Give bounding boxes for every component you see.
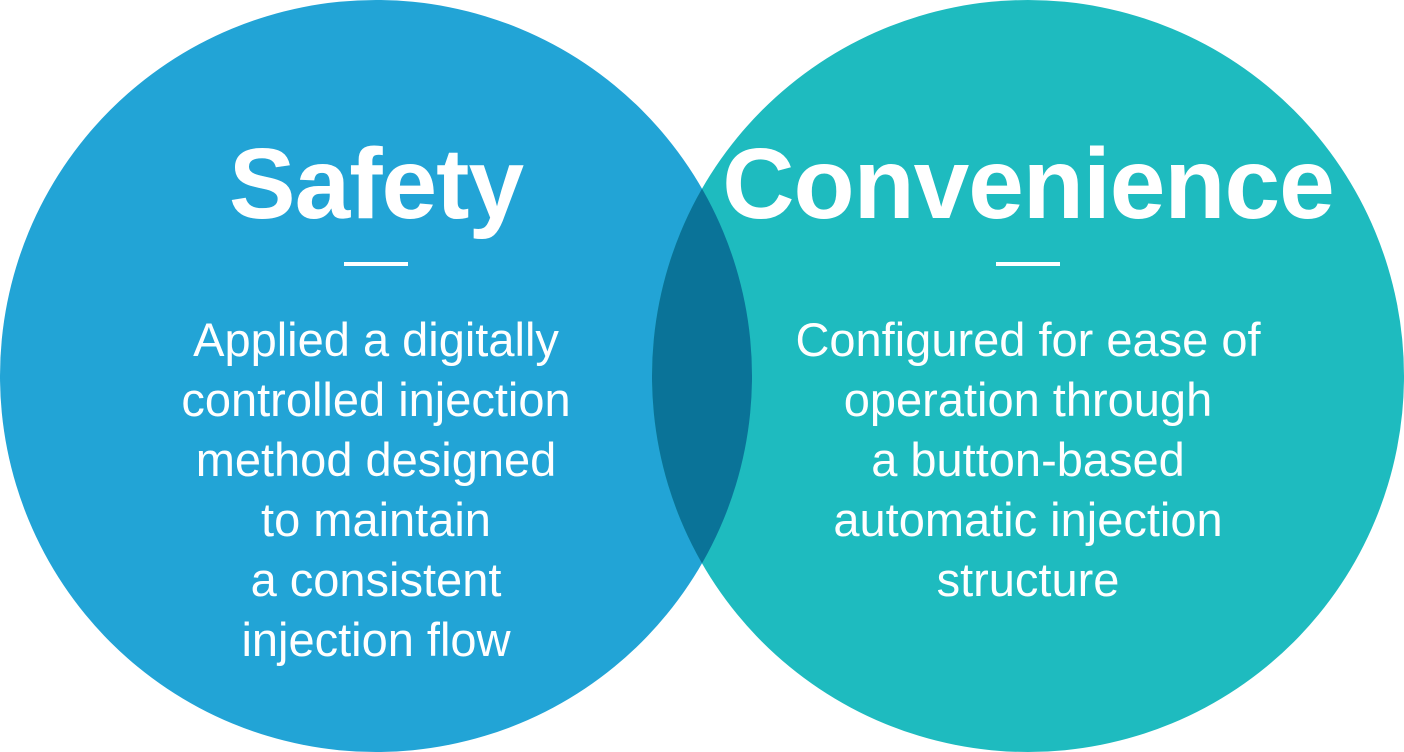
safety-divider bbox=[344, 262, 408, 266]
convenience-description: Configured for ease of operation through… bbox=[795, 313, 1261, 606]
safety-content: Safety Applied a digitally controlled in… bbox=[76, 0, 676, 752]
convenience-content: Convenience Configured for ease of opera… bbox=[722, 0, 1334, 752]
safety-description: Applied a digitally controlled injection… bbox=[181, 313, 571, 666]
safety-title: Safety bbox=[228, 128, 524, 240]
convenience-divider bbox=[996, 262, 1060, 266]
convenience-title: Convenience bbox=[722, 128, 1334, 240]
safety-circle bbox=[0, 0, 752, 752]
convenience-circle bbox=[652, 0, 1404, 752]
